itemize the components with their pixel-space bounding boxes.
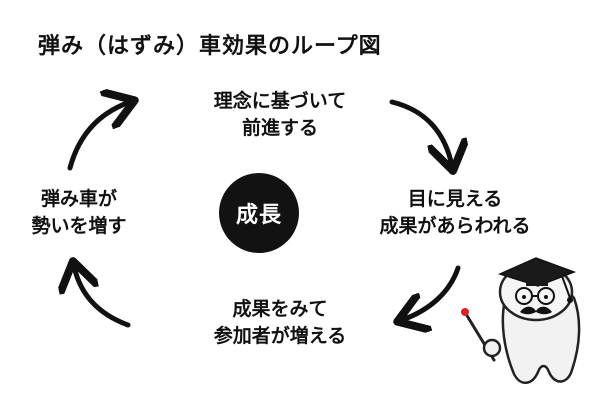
- diagram-title: 弾み（はずみ）車効果のループ図: [38, 34, 382, 59]
- loop-step-left-line1: 弾み車が: [40, 188, 117, 210]
- loop-step-left: 弾み車が 勢いを増す: [4, 186, 154, 240]
- loop-step-top-line1: 理念に基づいて: [213, 90, 347, 112]
- loop-step-right: 目に見える 成果があらわれる: [340, 186, 570, 240]
- arrow-right-to-bottom: [402, 265, 461, 320]
- arrow-left-to-top: [67, 102, 130, 171]
- arrow-top-to-right: [389, 99, 452, 166]
- loop-step-right-line1: 目に見える: [407, 188, 503, 210]
- loop-step-top-line2: 前進する: [241, 117, 318, 139]
- loop-step-bottom-line2: 参加者が増える: [213, 325, 347, 347]
- center-growth-circle: 成長: [219, 173, 299, 253]
- loop-step-left-line2: 勢いを増す: [31, 215, 127, 237]
- center-growth-label: 成長: [235, 203, 282, 228]
- loop-step-bottom-line1: 成果をみて: [232, 298, 328, 320]
- loop-step-top: 理念に基づいて 前進する: [160, 88, 400, 142]
- loop-step-bottom: 成果をみて 参加者が増える: [150, 296, 410, 350]
- arrow-bottom-to-left: [74, 266, 131, 328]
- professor-mascot-icon: [461, 257, 581, 384]
- loop-step-right-line2: 成果があらわれる: [379, 215, 531, 237]
